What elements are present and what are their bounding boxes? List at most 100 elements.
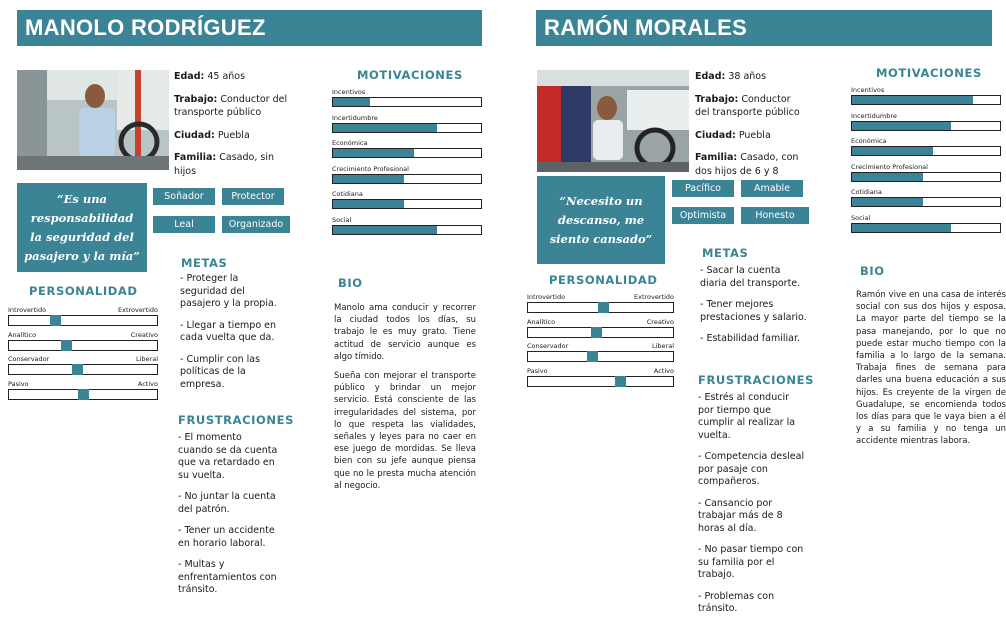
persona-1-trabajo: Trabajo: Conductor del transporte públic… — [174, 93, 288, 119]
personalidad-slider — [527, 351, 674, 362]
motivacion-label: Incentivos — [332, 88, 366, 96]
persona-1-familia: Familia: Casado, sin hijos — [174, 152, 274, 177]
persona-2-tag-1: Pacífico — [672, 180, 734, 197]
list-item: - Tener mejores prestaciones y salario. — [700, 299, 807, 323]
personalidad-left-label: Pasivo — [8, 379, 29, 388]
personalidad-right-label: Liberal — [651, 342, 674, 350]
motivacion-label: Social — [332, 215, 352, 224]
personalidad-slider — [8, 388, 158, 400]
personalidad-right-label: Extrovertido — [118, 306, 158, 314]
list-item: - No pasar tiempo con su familia por el … — [698, 544, 804, 580]
persona-1-info: Edad: 45 años Trabajo: Conductor del tra… — [174, 70, 289, 187]
persona-2-quote: “Necesito un descanso, me siento cansado… — [537, 176, 665, 264]
motivacion-bar-fill — [852, 147, 934, 155]
persona-1-bio-title: BIO — [338, 276, 363, 290]
persona-2-frustraciones-title: FRUSTRACIONES — [698, 373, 814, 387]
personalidad-slider — [527, 375, 674, 387]
motivacion-bar — [851, 146, 1001, 156]
persona-2-bio: Ramón vive en una casa de interés social… — [856, 289, 1006, 455]
motivacion-label: Cotidiana — [332, 190, 363, 198]
list-item: - No juntar la cuenta del patrón. — [178, 491, 276, 515]
motivacion-bar-fill — [852, 198, 924, 206]
motivacion-label: Económica — [851, 137, 887, 145]
motivacion-label: Incentivos — [851, 86, 885, 94]
motivacion-bar-fill — [333, 174, 405, 183]
bio-paragraph: Sueña con mejorar el transporte público … — [334, 371, 476, 491]
persona-2-metas-list: - Sacar la cuenta diaria del transporte.… — [700, 265, 808, 355]
list-item: - Problemas con tránsito. — [698, 590, 775, 615]
personalidad-slider-marker — [590, 326, 602, 338]
persona-1-frustraciones-title: FRUSTRACIONES — [178, 413, 294, 427]
motivacion-label: Crecimiento Profesional — [851, 162, 928, 171]
motivacion-label: Incertidumbre — [332, 113, 378, 122]
persona-1-tag-4: Organizado — [222, 216, 290, 233]
personalidad-right-label: Liberal — [135, 355, 158, 363]
list-item: - Competencia desleal por pasaje con com… — [698, 451, 805, 487]
list-item: - Estrés al conducir por tiempo que cump… — [698, 392, 796, 441]
persona-1-photo — [17, 70, 169, 170]
persona-1-ciudad: Ciudad: Puebla — [174, 129, 250, 141]
persona-2-motivaciones-title: MOTIVACIONES — [876, 66, 982, 80]
persona-1-name-header: MANOLO RODRÍGUEZ — [17, 10, 482, 46]
personalidad-right-label: Creativo — [646, 317, 674, 326]
bio-paragraph: Manolo ama conducir y recorrer la ciudad… — [334, 303, 476, 362]
motivacion-bar-fill — [333, 123, 437, 132]
personalidad-left-label: Introvertido — [8, 306, 47, 314]
persona-2-tag-2: Amable — [741, 180, 803, 197]
motivacion-bar-fill — [333, 149, 415, 157]
personalidad-right-label: Extrovertido — [634, 293, 674, 301]
personalidad-slider — [527, 302, 674, 313]
motivacion-bar-fill — [333, 98, 370, 106]
persona-1-bio: Manolo ama conducir y recorrer la ciudad… — [334, 302, 476, 499]
persona-1-frustraciones-list: - El momento cuando se da cuenta que va … — [178, 432, 278, 606]
persona-1-tag-2: Protector — [222, 188, 284, 205]
list-item: - Sacar la cuenta diaria del transporte. — [700, 265, 801, 289]
personalidad-left-label: Conservador — [8, 355, 50, 363]
motivacion-bar-fill — [852, 172, 924, 181]
list-item: - Estabilidad familiar. — [700, 333, 801, 344]
personalidad-slider-marker — [77, 388, 89, 400]
motivacion-label: Social — [851, 213, 871, 222]
list-item: - Multas y enfrentamientos con tránsito. — [178, 559, 277, 595]
personalidad-slider — [8, 364, 158, 375]
list-item: - El momento cuando se da cuenta que va … — [178, 432, 278, 481]
bio-paragraph: Ramón vive en una casa de interés social… — [856, 290, 1006, 447]
motivacion-bar — [851, 222, 1001, 233]
motivacion-bar-fill — [852, 121, 952, 130]
persona-2-edad: Edad: 38 años — [695, 71, 767, 82]
persona-1-personalidad-title: PERSONALIDAD — [29, 284, 138, 298]
personalidad-left-label: Introvertido — [527, 293, 566, 301]
list-item: - Cansancio por trabajar más de 8 horas … — [698, 497, 783, 534]
motivacion-bar — [332, 173, 482, 184]
persona-1-edad: Edad: 45 años — [174, 71, 246, 82]
persona-2-trabajo: Trabajo: Conductor del transporte públic… — [695, 93, 800, 119]
persona-2-tag-3: Optimista — [672, 207, 734, 224]
personalidad-slider-marker — [597, 302, 609, 313]
motivacion-bar-fill — [333, 200, 405, 208]
motivacion-bar — [332, 199, 482, 209]
personalidad-slider — [8, 339, 158, 351]
motivacion-bar — [851, 197, 1001, 207]
persona-2-frustraciones-list: - Estrés al conducir por tiempo que cump… — [698, 392, 806, 625]
motivacion-label: Económica — [332, 139, 368, 147]
persona-2-personalidad-title: PERSONALIDAD — [549, 273, 658, 287]
personalidad-left-label: Analítico — [8, 330, 37, 339]
motivacion-bar — [851, 120, 1001, 131]
personalidad-right-label: Activo — [653, 366, 674, 375]
personalidad-slider-marker — [61, 339, 73, 351]
motivacion-bar — [332, 97, 482, 107]
motivacion-bar-fill — [333, 225, 437, 234]
persona-1-motivaciones-title: MOTIVACIONES — [357, 68, 463, 82]
personalidad-slider-marker — [72, 364, 84, 375]
personalidad-left-label: Pasivo — [527, 366, 548, 375]
persona-2-name-header: RAMÓN MORALES — [536, 10, 992, 46]
persona-1-quote: “Es una responsabilidad la seguridad del… — [17, 183, 147, 272]
motivacion-bar-fill — [852, 223, 952, 232]
persona-1-tag-3: Leal — [153, 216, 215, 233]
persona-2-ciudad: Ciudad: Puebla — [695, 129, 771, 141]
persona-2-bio-title: BIO — [860, 264, 885, 278]
personalidad-slider-marker — [615, 375, 627, 387]
persona-2-photo — [537, 70, 689, 172]
motivacion-bar — [332, 122, 482, 133]
personalidad-right-label: Activo — [137, 379, 158, 388]
